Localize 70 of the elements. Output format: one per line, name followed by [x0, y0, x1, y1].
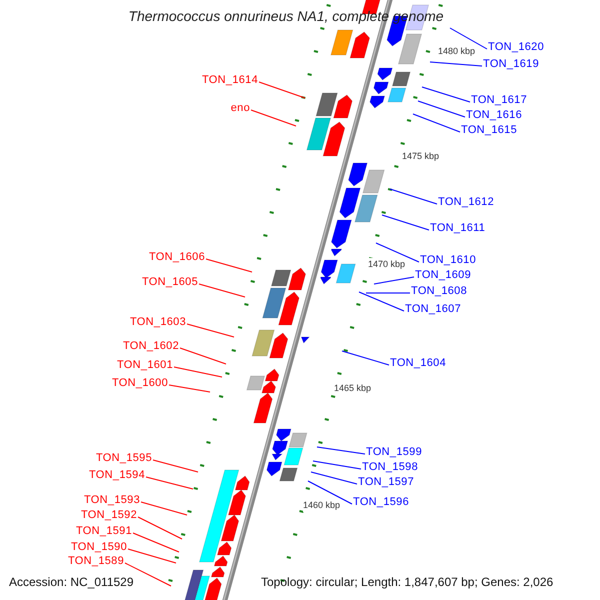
gene-label: TON_1620: [488, 40, 544, 54]
map-title: Thermococcus onnurineus NA1, complete genome: [127, 10, 445, 23]
leader-line: [174, 366, 222, 378]
gene-label: TON_1600: [112, 376, 168, 390]
leader-line: [422, 86, 470, 102]
gene-label: TON_1603: [130, 316, 186, 328]
gene-label: TON_1605: [142, 276, 198, 288]
gene-label: TON_1597: [358, 476, 414, 488]
gene-label: TON_1607: [405, 302, 462, 316]
leader-line: [138, 516, 182, 540]
leader-line: [152, 460, 198, 472]
gene-label: TON_1611: [430, 222, 486, 234]
gene-label: TON_1594: [88, 468, 145, 482]
leader-line: [316, 446, 366, 454]
leader-line: [412, 114, 460, 132]
gene-label: TON_1615: [461, 124, 518, 136]
gene-label: TON_1610: [420, 254, 476, 266]
position-label: 1465 kbp: [334, 382, 372, 395]
gene-label: TON_1589: [68, 554, 124, 568]
leader-line: [342, 350, 390, 366]
gene-label: TON_1598: [362, 460, 418, 474]
leader-line: [168, 384, 210, 392]
genome-summary-text: Topology: circular; Length: 1,847,607 bp; Genes: 2,026: [261, 576, 554, 589]
leader-line: [186, 324, 234, 338]
leader-line: [430, 62, 482, 66]
gene-label: TON_1595: [96, 452, 152, 464]
leader-line: [382, 214, 430, 230]
leader-line: [312, 460, 362, 470]
gene-label: TON_1592: [80, 508, 137, 522]
leader-line: [128, 548, 176, 564]
position-label: 1475 kbp: [402, 150, 440, 163]
gene-label: TON_1604: [390, 356, 446, 370]
leader-line: [180, 348, 226, 364]
leader-line: [374, 276, 414, 284]
leader-line: [250, 110, 296, 126]
leader-line: [418, 100, 466, 118]
gene-label: TON_1606: [148, 250, 205, 264]
gene-label: TON_1602: [122, 340, 179, 352]
gene-label: TON_1596: [353, 496, 410, 508]
leader-line: [206, 258, 252, 272]
position-label: 1480 kbp: [438, 45, 476, 58]
position-label: 1460 kbp: [303, 499, 340, 512]
gene-label: TON_1614: [202, 74, 258, 86]
leader-line: [310, 472, 358, 484]
leader-line: [124, 562, 172, 586]
gene-label: TON_1593: [84, 494, 140, 506]
gene-label: TON_1590: [70, 540, 127, 554]
leader-line: [450, 28, 488, 50]
gene-label: TON_1609: [415, 268, 472, 282]
leader-line: [140, 502, 188, 516]
accession-text: Accession: NC_011529: [9, 576, 134, 589]
gene-label: TON_1619: [483, 58, 540, 70]
gene-label: TON_1608: [411, 284, 468, 298]
gene-label: TON_1601: [116, 358, 173, 372]
leader-line: [258, 82, 306, 98]
leader-line: [198, 284, 246, 298]
gene-label: TON_1612: [438, 196, 494, 208]
leader-line: [358, 292, 404, 312]
leader-line: [308, 480, 352, 504]
gene-label: TON_1599: [366, 446, 422, 458]
gene-label: TON_1591: [76, 524, 132, 538]
leader-line: [146, 476, 194, 490]
leader-line: [366, 292, 410, 294]
leader-line: [376, 242, 420, 262]
gene-label: TON_1616: [466, 108, 522, 122]
position-label: 1470 kbp: [368, 258, 406, 271]
gene-label: TON_1617: [471, 94, 528, 106]
leader-line: [132, 532, 180, 552]
gene-label: eno: [230, 102, 250, 114]
leader-line: [390, 188, 438, 204]
